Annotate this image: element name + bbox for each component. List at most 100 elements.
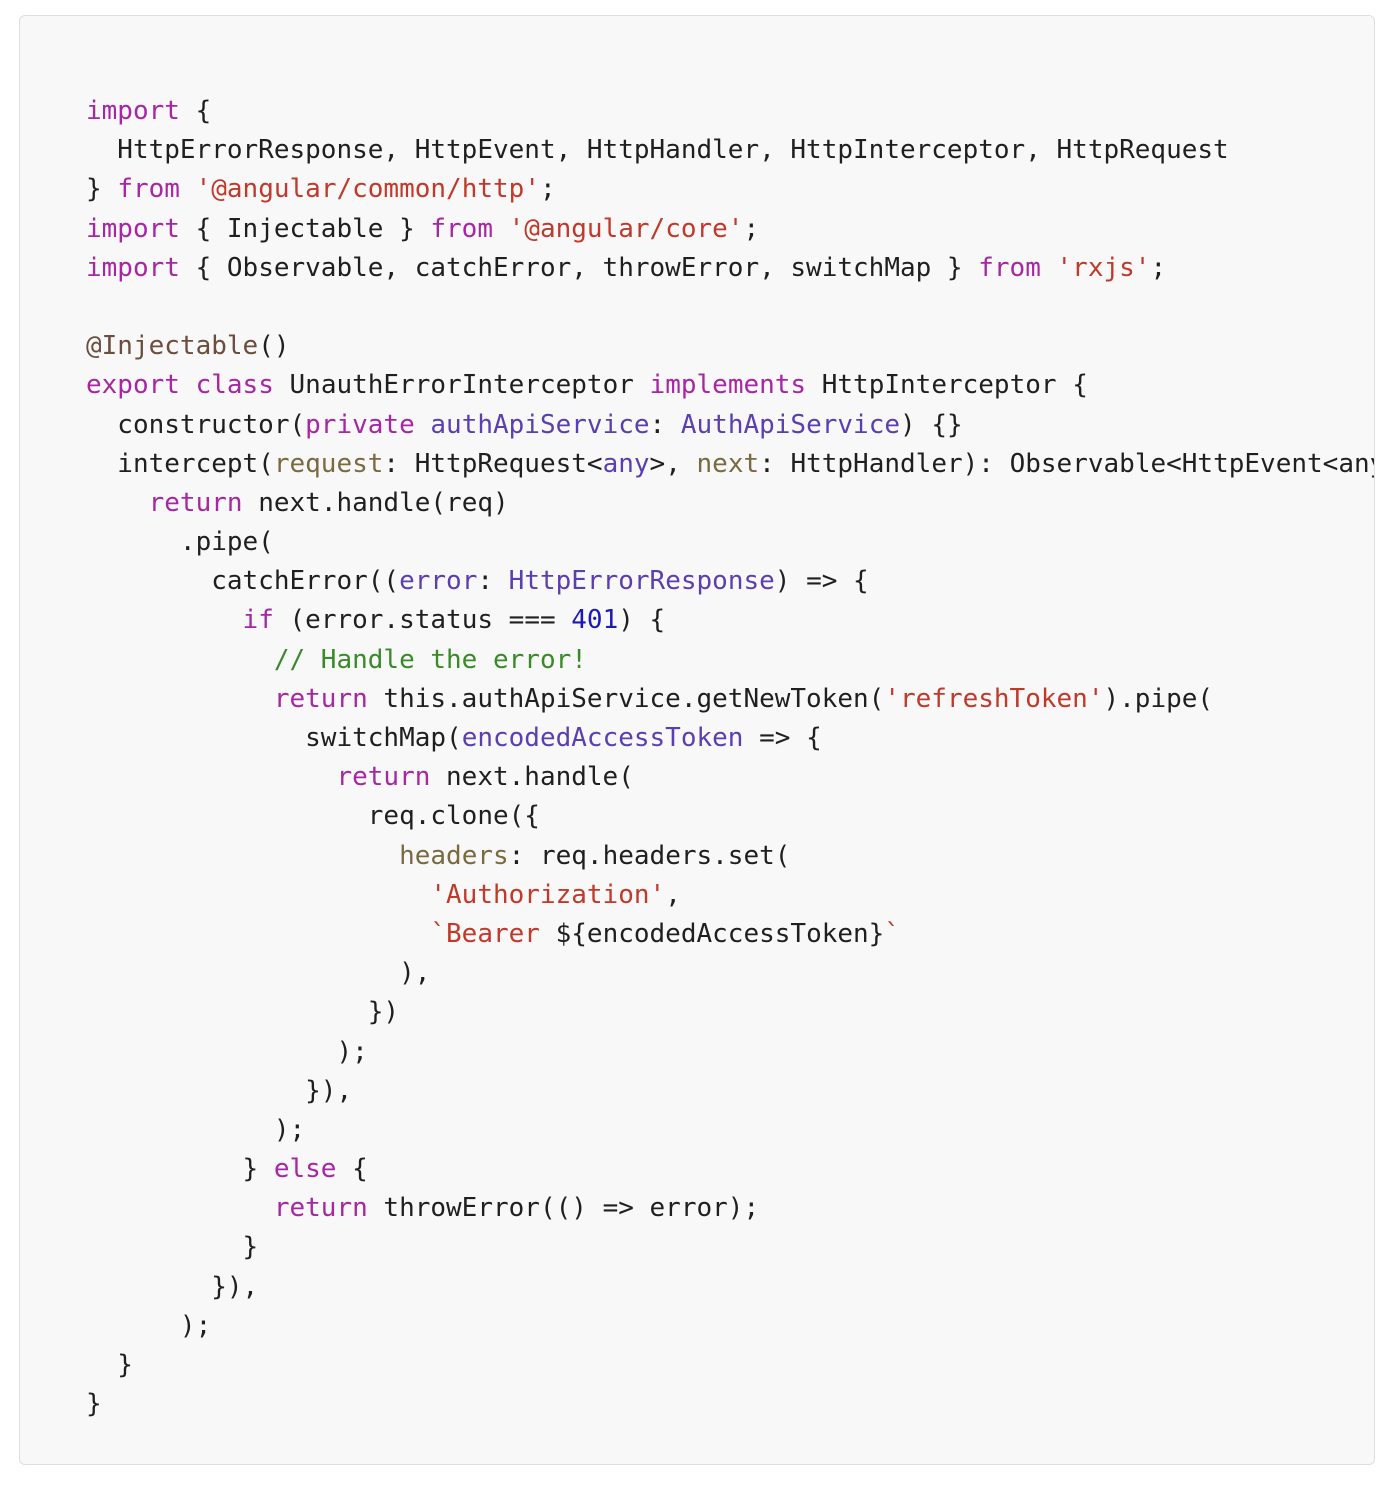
- code-token-default: ;: [743, 213, 760, 244]
- code-token-comment: // Handle the error!: [273, 644, 587, 675]
- code-token-default: next.handle(req): [242, 487, 509, 518]
- code-token-string: '@angular/common/http': [195, 174, 540, 205]
- code-token-param: request: [273, 448, 384, 479]
- code-token-default: {: [179, 96, 212, 126]
- code-token-keyword: from: [978, 252, 1041, 283]
- code-token-default: );: [86, 1114, 306, 1145]
- code-line: if (error.status === 401) {: [86, 601, 1374, 640]
- code-token-type: encodedAccessToken: [461, 723, 744, 753]
- code-line: }: [86, 1346, 1374, 1385]
- code-line: intercept(request: HttpRequest<any>, nex…: [86, 445, 1374, 484]
- code-line: return next.handle(req): [86, 484, 1374, 523]
- code-token-default: ${encodedAccessToken}: [555, 918, 885, 949]
- code-line: }),: [86, 1268, 1374, 1307]
- code-token-default: intercept(: [86, 448, 274, 479]
- code-token-keyword: from: [430, 213, 493, 244]
- code-token-default: throwError(() => error);: [367, 1193, 760, 1224]
- code-line: .pipe(: [86, 523, 1374, 562]
- code-line: headers: req.headers.set(: [86, 837, 1374, 876]
- code-token-string: 'Authorization': [430, 879, 666, 910]
- code-token-keyword: class: [195, 370, 274, 401]
- code-line: }): [86, 993, 1374, 1032]
- code-token-keyword: import: [86, 96, 180, 126]
- code-token-default: (): [258, 331, 290, 362]
- code-token-default: ;: [539, 174, 556, 205]
- code-line: // Handle the error!: [86, 641, 1374, 680]
- code-token-keyword: private: [305, 409, 415, 440]
- code-block: import { HttpErrorResponse, HttpEvent, H…: [19, 15, 1375, 1465]
- code-token-default: [180, 370, 196, 400]
- code-token-keyword: return: [273, 683, 368, 714]
- code-token-default: ).pipe(: [1103, 683, 1214, 714]
- code-token-default: :: [649, 409, 681, 440]
- code-token-default: :: [477, 566, 509, 597]
- code-content: import { HttpErrorResponse, HttpEvent, H…: [86, 92, 1374, 1424]
- code-token-default: }): [86, 997, 400, 1028]
- code-token-keyword: else: [273, 1154, 337, 1185]
- code-line: return next.handle(: [86, 758, 1374, 797]
- code-token-number: 401: [571, 605, 619, 636]
- code-token-keyword: return: [273, 1193, 368, 1224]
- code-line: 'Authorization',: [86, 876, 1374, 915]
- code-token-default: [86, 919, 430, 949]
- code-line: }: [86, 1385, 1374, 1424]
- code-token-default: this.authApiService.getNewToken(: [367, 683, 885, 714]
- code-line: } from '@angular/common/http';: [86, 170, 1374, 209]
- code-token-string: `: [884, 918, 900, 949]
- code-token-default: [86, 605, 243, 635]
- code-token-keyword: return: [336, 762, 431, 793]
- code-line: ),: [86, 954, 1374, 993]
- code-token-default: switchMap(: [86, 723, 462, 753]
- code-token-default: ) => {: [774, 566, 869, 597]
- code-token-param: headers: [399, 840, 509, 871]
- code-token-default: [493, 214, 509, 244]
- code-line: return this.authApiService.getNewToken('…: [86, 680, 1374, 719]
- code-token-keyword: implements: [649, 370, 807, 401]
- code-token-default: [86, 488, 149, 518]
- code-line: );: [86, 1111, 1374, 1150]
- code-token-string: `Bearer: [430, 918, 556, 949]
- code-token-default: UnauthErrorInterceptor: [273, 370, 650, 401]
- code-line: @Injectable(): [86, 327, 1374, 366]
- code-token-default: constructor(: [86, 409, 306, 440]
- code-token-default: : req.headers.set(: [508, 840, 791, 871]
- code-line: constructor(private authApiService: Auth…: [86, 406, 1374, 445]
- code-line: } else {: [86, 1150, 1374, 1189]
- code-token-default: .pipe(: [86, 527, 274, 558]
- code-line: );: [86, 1033, 1374, 1072]
- code-token-default: : HttpHandler): Observable<HttpEvent<any…: [759, 448, 1374, 479]
- code-token-default: : HttpRequest<: [383, 448, 603, 479]
- code-token-default: }: [86, 1232, 259, 1263]
- code-line: switchMap(encodedAccessToken => {: [86, 719, 1374, 758]
- code-token-default: }: [86, 1389, 102, 1420]
- code-token-default: }),: [86, 1075, 353, 1106]
- code-line: }),: [86, 1072, 1374, 1111]
- code-line: return throwError(() => error);: [86, 1189, 1374, 1228]
- code-token-default: next.handle(: [430, 762, 634, 793]
- code-token-decorator: @Injectable: [86, 331, 259, 362]
- code-token-default: [86, 762, 336, 792]
- code-token-default: [86, 645, 274, 675]
- code-token-default: }),: [86, 1271, 259, 1302]
- code-token-default: }: [86, 1350, 133, 1380]
- code-token-default: HttpInterceptor {: [806, 370, 1088, 401]
- code-token-default: (error.status ===: [273, 605, 572, 636]
- code-token-string: '@angular/core': [508, 213, 744, 244]
- code-line: export class UnauthErrorInterceptor impl…: [86, 366, 1374, 405]
- code-token-default: [1041, 253, 1057, 283]
- code-token-default: catchError((: [86, 566, 400, 597]
- code-token-default: { Injectable }: [179, 213, 431, 244]
- code-token-type: error: [399, 566, 478, 597]
- code-token-keyword: import: [86, 252, 180, 283]
- code-token-default: }: [86, 1154, 274, 1185]
- code-line: import { Injectable } from '@angular/cor…: [86, 210, 1374, 249]
- code-token-type: HttpErrorResponse: [508, 566, 775, 597]
- code-token-type: authApiService: [430, 409, 650, 440]
- code-token-default: }: [86, 174, 118, 205]
- code-line: import { Observable, catchError, throwEr…: [86, 249, 1374, 288]
- code-line: HttpErrorResponse, HttpEvent, HttpHandle…: [86, 131, 1374, 170]
- code-token-default: );: [86, 1036, 368, 1067]
- code-token-default: => {: [743, 723, 822, 753]
- code-token-string: 'rxjs': [1056, 252, 1151, 283]
- code-token-string: 'refreshToken': [884, 683, 1104, 714]
